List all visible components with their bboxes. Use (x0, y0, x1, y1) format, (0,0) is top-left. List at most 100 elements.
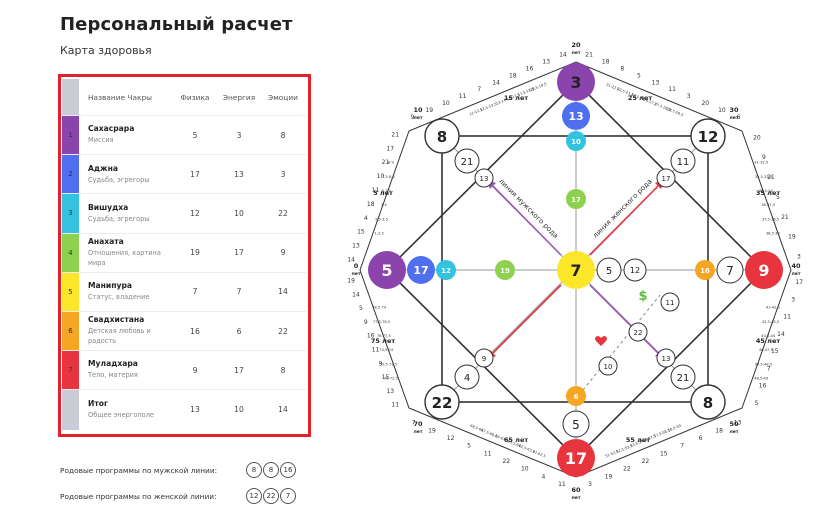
bottom-3-value: 6 (574, 393, 579, 401)
outer-number: 11 (459, 93, 467, 100)
outer-number: 16 (367, 333, 375, 340)
age-range-label: 48,5-49 (754, 376, 769, 380)
age-range-label: 71-72,5 (384, 376, 398, 380)
outer-number: 21 (767, 174, 775, 181)
outer-number: 4 (541, 473, 545, 480)
outer-number: 7 (412, 420, 416, 427)
age-range-label: 32,5-33,5 (755, 175, 772, 179)
money-line (582, 294, 661, 391)
outer-number: 15 (357, 229, 365, 236)
chakra-color-cell: 3 (62, 194, 79, 233)
outer-number: 9 (762, 154, 766, 161)
chakra-physics-value: 9 (192, 365, 198, 375)
bl-node-2: 4 (454, 364, 480, 390)
age-range-label: 76-77,5 (377, 334, 391, 338)
outer-number: 19 (428, 427, 436, 434)
age-range-label: 8-9 (388, 161, 395, 165)
center-value: 7 (570, 261, 581, 280)
male-line-label: линия мужского рода (497, 177, 560, 240)
chakra-physics-value: 19 (190, 248, 200, 258)
bottom-value: 17 (565, 449, 587, 468)
age-label: 65 лет (504, 436, 528, 444)
outer-number: 18 (715, 427, 723, 434)
age-range-label: 17,5-18,5 (517, 87, 535, 97)
money-icon: $ (638, 289, 647, 304)
column-header-physics: Физика (180, 92, 210, 102)
chakra-energy-value: 10 (234, 405, 244, 415)
age-range-label: 53,5-54 (630, 439, 645, 448)
rod-male-label: Родовые программы по мужской линии: (60, 465, 218, 475)
center-right-1-value: 5 (606, 266, 612, 277)
tr-node-2: 11 (670, 148, 696, 174)
chakra-description: Общее энергополе (88, 411, 154, 420)
chakra-color-cell: 2 (62, 155, 79, 194)
age-range-label: 42,5-43,5 (762, 320, 779, 324)
age-label: 55 лет (626, 436, 650, 444)
outer-number: 15 (660, 450, 668, 457)
chakra-color-cell: 4 (62, 233, 79, 272)
outer-number: 11 (558, 481, 566, 488)
chakra-energy-value: 7 (236, 287, 242, 297)
age-range-label: 11-12,5 (469, 108, 483, 117)
br-value: 8 (703, 394, 713, 412)
outer-number: 11 (391, 402, 399, 409)
br-node-2: 21 (670, 364, 696, 390)
outer-number: 5 (637, 72, 641, 79)
tl-value: 8 (437, 128, 447, 146)
br-2-value: 21 (677, 373, 690, 384)
top-node-3: 10 (566, 131, 586, 151)
br-3-value: 13 (662, 355, 671, 363)
age-range-label: 28,5-29,5 (666, 107, 684, 117)
outer-number: 11 (668, 86, 676, 93)
age-range-label: 26-27,5 (643, 98, 657, 107)
arrow-line (489, 284, 562, 357)
center-node: 7 (557, 251, 595, 289)
age-label: 40 (791, 262, 801, 270)
age-range-label: 47,5-48,5 (755, 362, 772, 366)
chakra-energy-value: 17 (234, 365, 244, 375)
outer-number: 10 (442, 100, 450, 107)
age-range-label: 77,5-78,5 (373, 320, 390, 324)
outer-number: 14 (347, 256, 355, 263)
chakra-description: Статус, владение (88, 293, 150, 302)
tr-node: 12 (690, 118, 726, 154)
outer-number: 6 (737, 114, 741, 121)
right-node-2: 7 (716, 256, 744, 284)
tl-node: 8 (424, 118, 460, 154)
outer-number: 5 (755, 400, 759, 407)
left-node: 5 (368, 251, 406, 289)
age-range-label: 18,5-19,5 (530, 82, 548, 92)
age-range-label: 52,5-53,5 (616, 444, 634, 454)
age-range-label: 46-47,5 (759, 348, 773, 352)
age-range-label: 27,5-28,5 (654, 102, 672, 112)
age-range-label: 21-22,5 (605, 83, 619, 92)
age-range-label: 22,5-23,5 (616, 87, 634, 97)
chakra-color-cell: 6 (62, 311, 79, 351)
center-right-node: 12 (623, 258, 647, 282)
age-unit: лет (792, 272, 801, 277)
outer-number: 22 (502, 458, 510, 465)
top-node: 3 (557, 63, 595, 101)
age-label: 25 лет (628, 94, 652, 102)
age-unit: лет (414, 430, 423, 435)
chakra-emotions-value: 9 (280, 248, 286, 258)
age-range-label: 7,5-8,5 (382, 175, 395, 179)
age-range-label: 38,5-39 (766, 231, 781, 235)
outer-number: 18 (602, 59, 610, 66)
outer-number: 10 (521, 466, 529, 473)
outer-number: 3 (588, 481, 592, 488)
outer-number: 9 (364, 319, 368, 326)
chakra-energy-value: 3 (236, 130, 242, 140)
outer-number: 9 (379, 360, 383, 367)
right-3-value: 16 (700, 267, 710, 275)
bottom-node-3: 6 (566, 386, 586, 406)
chakra-description: Миссия (88, 136, 114, 145)
outer-number: 14 (492, 79, 500, 86)
money-10-value: 10 (604, 363, 613, 371)
age-range-label: 23,5-24 (630, 93, 645, 102)
age-label: 50 (729, 420, 739, 428)
